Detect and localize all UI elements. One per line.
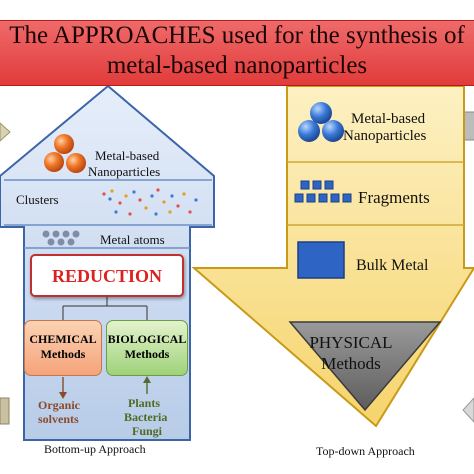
solvents-label: solvents xyxy=(38,412,79,426)
metal-atoms-label: Metal atoms xyxy=(100,232,165,247)
right-edge-arrow-bottom xyxy=(462,397,474,423)
fragments-label: Fragments xyxy=(358,188,430,207)
bio-up-arrowhead xyxy=(143,376,151,383)
orange-nanoparticle xyxy=(44,152,64,172)
td-np-label-2: Nanoparticles xyxy=(343,128,427,144)
biological-methods-box: BIOLOGICAL Methods xyxy=(106,320,188,376)
bu-np-label-1: Metal-based xyxy=(95,148,160,163)
clusters-label: Clusters xyxy=(16,192,59,207)
organic-label: Organic xyxy=(38,398,80,412)
td-np-label-1: Metal-based xyxy=(351,111,426,127)
blue-nanoparticle xyxy=(298,120,320,142)
fungi-label: Fungi xyxy=(132,424,163,438)
orange-nanoparticle xyxy=(54,134,74,154)
bulk-metal-icon xyxy=(297,241,345,279)
chemical-line-2: Methods xyxy=(40,347,86,361)
chemical-methods-box: CHEMICAL Methods xyxy=(24,320,102,376)
bu-np-label-2: Nanoparticles xyxy=(88,164,161,179)
cluster-dots xyxy=(102,188,198,216)
fragments-icon xyxy=(294,180,352,203)
chemical-line-1: CHEMICAL xyxy=(29,332,97,346)
left-edge-arrow-top xyxy=(0,122,11,142)
plants-label: Plants xyxy=(128,396,161,410)
bacteria-label: Bacteria xyxy=(124,410,168,424)
metal-atoms-icon xyxy=(42,230,80,246)
title-banner xyxy=(0,20,474,86)
biological-line-2: Methods xyxy=(124,347,170,361)
blue-nanoparticle xyxy=(322,120,344,142)
orange-nanoparticle xyxy=(66,153,86,173)
reduction-box: REDUCTION xyxy=(30,254,184,297)
biological-line-1: BIOLOGICAL xyxy=(107,332,187,346)
blue-nanoparticle xyxy=(310,102,332,124)
physical-line-1: PHYSICAL xyxy=(309,333,393,352)
right-edge-box-top xyxy=(463,111,474,141)
bottom-up-caption: Bottom-up Approach xyxy=(44,442,146,456)
left-edge-box-bottom xyxy=(0,397,10,425)
physical-line-2: Methods xyxy=(321,354,381,373)
chemical-down-arrowhead xyxy=(59,392,67,399)
bulk-metal-label: Bulk Metal xyxy=(356,257,429,274)
title-line-1: The APPROACHES used for the synthesis of xyxy=(9,22,465,49)
top-down-caption: Top-down Approach xyxy=(316,444,415,458)
reduction-label: REDUCTION xyxy=(51,266,162,286)
title-line-2: metal-based nanoparticles xyxy=(106,52,368,79)
physical-methods-triangle xyxy=(288,321,442,412)
